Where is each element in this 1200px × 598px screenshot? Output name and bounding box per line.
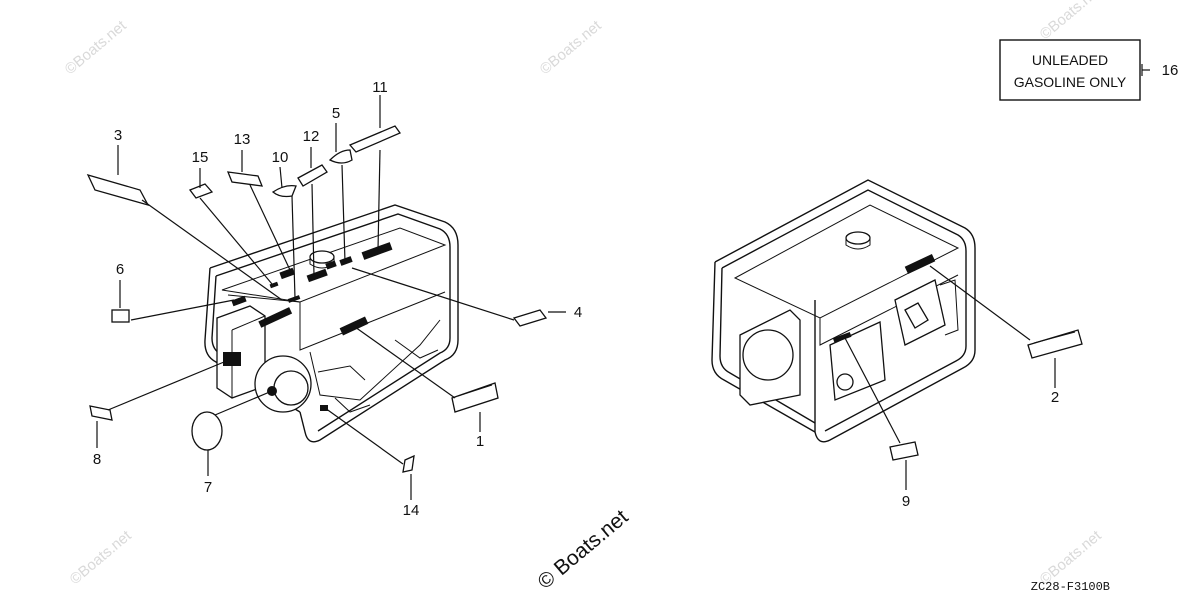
part-4-shape	[512, 309, 548, 327]
watermark-main: © Boats.net	[533, 505, 632, 593]
part-7-shape	[191, 411, 223, 451]
leader-lines	[96, 64, 1150, 500]
part-9-shape	[889, 441, 919, 461]
callout-6: 6	[116, 261, 124, 278]
callout-2: 2	[1051, 389, 1059, 406]
callout-3: 3	[114, 127, 122, 144]
part-1-shape	[451, 382, 499, 413]
part-10-shape	[271, 184, 297, 198]
label-line-1: UNLEADED	[1032, 52, 1108, 68]
part-13-shape	[226, 171, 264, 187]
callout-numbers: 3 15 13 10 12 5 11 6 4 8 7 1 14 2 9 16	[93, 62, 1179, 519]
generator-rear-view	[711, 179, 976, 443]
callout-15: 15	[192, 149, 209, 166]
part-15-shape	[188, 183, 214, 199]
part-11-shape	[348, 125, 401, 153]
decal-parts	[86, 125, 1083, 473]
callout-9: 9	[902, 493, 910, 510]
callout-7: 7	[204, 479, 212, 496]
watermark-bottom-right: ©Boats.net	[1037, 527, 1106, 588]
label-line-2: GASOLINE ONLY	[1014, 74, 1127, 90]
callout-11: 11	[372, 79, 388, 96]
watermark-top-right: ©Boats.net	[1037, 0, 1106, 43]
part-2-shape	[1027, 329, 1083, 359]
label-box	[999, 39, 1141, 101]
part-5-shape	[328, 149, 353, 164]
watermark-bottom-left: ©Boats.net	[67, 527, 136, 588]
part-12-shape	[297, 164, 328, 187]
callout-5: 5	[332, 105, 340, 122]
callout-14: 14	[403, 502, 420, 519]
part-8-shape	[89, 405, 113, 421]
callout-4: 4	[574, 304, 582, 321]
callout-10: 10	[272, 149, 289, 166]
callout-16: 16	[1162, 62, 1179, 79]
callout-1: 1	[476, 433, 484, 450]
callout-13: 13	[234, 131, 251, 148]
unleaded-gasoline-label: UNLEADED GASOLINE ONLY	[999, 39, 1141, 101]
callout-12: 12	[303, 128, 320, 145]
drawing-code: ZC28-F3100B	[1031, 580, 1110, 594]
callout-8: 8	[93, 451, 101, 468]
generator-front-view	[204, 204, 459, 443]
watermark-top-left: ©Boats.net	[62, 17, 131, 78]
watermark-top-center: ©Boats.net	[537, 17, 606, 78]
part-14-shape	[402, 454, 415, 473]
part-6-shape	[111, 309, 130, 323]
part-3-shape	[86, 173, 150, 207]
